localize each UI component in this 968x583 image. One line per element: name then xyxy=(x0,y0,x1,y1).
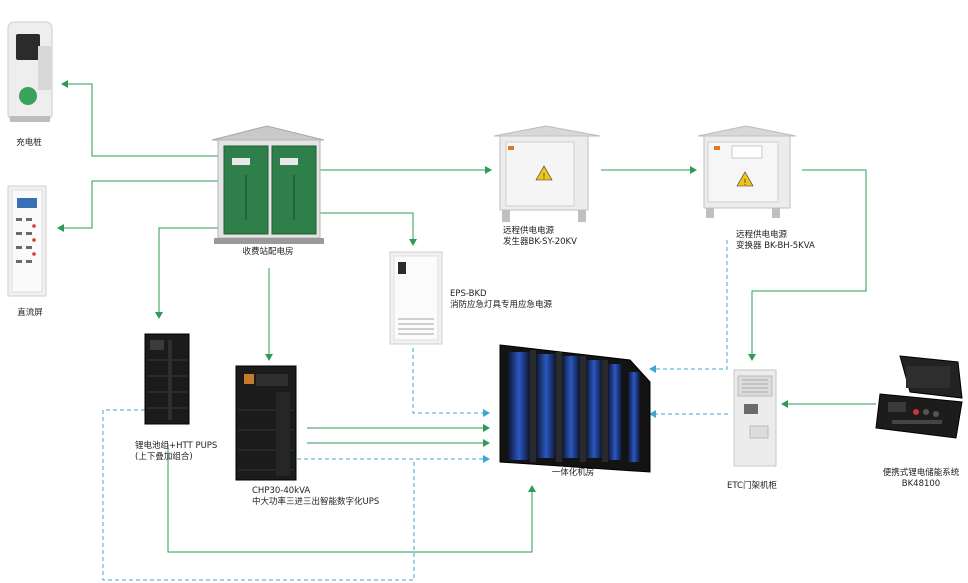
svg-text:!: ! xyxy=(744,178,746,187)
etc-cabinet-label: ETC门架机柜 xyxy=(726,481,778,491)
chp-ups-label: CHP30-40kVA 中大功率三进三出智能数字化UPS xyxy=(252,486,380,507)
dash-converter-to-room xyxy=(649,240,728,373)
backup-connectors xyxy=(102,240,728,581)
substation-box[interactable] xyxy=(211,125,325,244)
remote-converter-cabinet[interactable]: ! xyxy=(697,125,797,218)
remote-generator-label: 远程供电电源 发生器BK-SY-20KV xyxy=(503,226,577,247)
warning-icon xyxy=(535,165,553,181)
warning-icon xyxy=(736,171,754,187)
dc-screen-cabinet[interactable] xyxy=(7,185,47,297)
eps-cabinet[interactable] xyxy=(389,251,443,345)
charging-pile-label: 充电桩 xyxy=(16,138,42,148)
battery-ups-rack[interactable] xyxy=(144,333,190,425)
line-substation-to-charging-pile xyxy=(61,80,218,157)
integrated-room-label: 一体化机房 xyxy=(551,468,595,478)
eps-label: EPS-BKD 消防应急灯具专用应急电源 xyxy=(450,289,553,310)
line-converter-to-etc xyxy=(748,169,867,361)
remote-generator-cabinet[interactable]: ! xyxy=(493,125,601,222)
portable-storage-label: 便携式锂电储能系统 BK48100 xyxy=(882,468,960,489)
dash-battery-loop xyxy=(102,409,415,581)
dc-screen-label: 直流屏 xyxy=(17,308,43,318)
integrated-machine-room[interactable] xyxy=(499,344,651,473)
remote-converter-label: 远程供电电源 变换器 BK-BH-5KVA xyxy=(736,230,815,251)
etc-gantry-cabinet[interactable] xyxy=(733,369,777,467)
battery-ups-label: 锂电池组+HTT PUPS (上下叠加组合) xyxy=(135,441,218,462)
dash-chp-to-room xyxy=(239,455,490,479)
svg-text:!: ! xyxy=(543,172,545,181)
charging-logo-icon xyxy=(19,87,37,105)
portable-storage-case[interactable] xyxy=(875,355,963,439)
line-battery-to-room xyxy=(167,444,536,553)
chp-ups-cabinet[interactable] xyxy=(235,365,297,481)
substation-label: 收费站配电房 xyxy=(242,247,294,257)
power-connectors xyxy=(57,80,876,553)
charging-pile[interactable] xyxy=(7,21,53,122)
line-substation-to-dc-screen xyxy=(57,180,218,232)
line-substation-to-battery-ups xyxy=(155,227,218,319)
line-substation-to-eps xyxy=(320,212,417,246)
dash-eps-to-room xyxy=(412,348,490,417)
